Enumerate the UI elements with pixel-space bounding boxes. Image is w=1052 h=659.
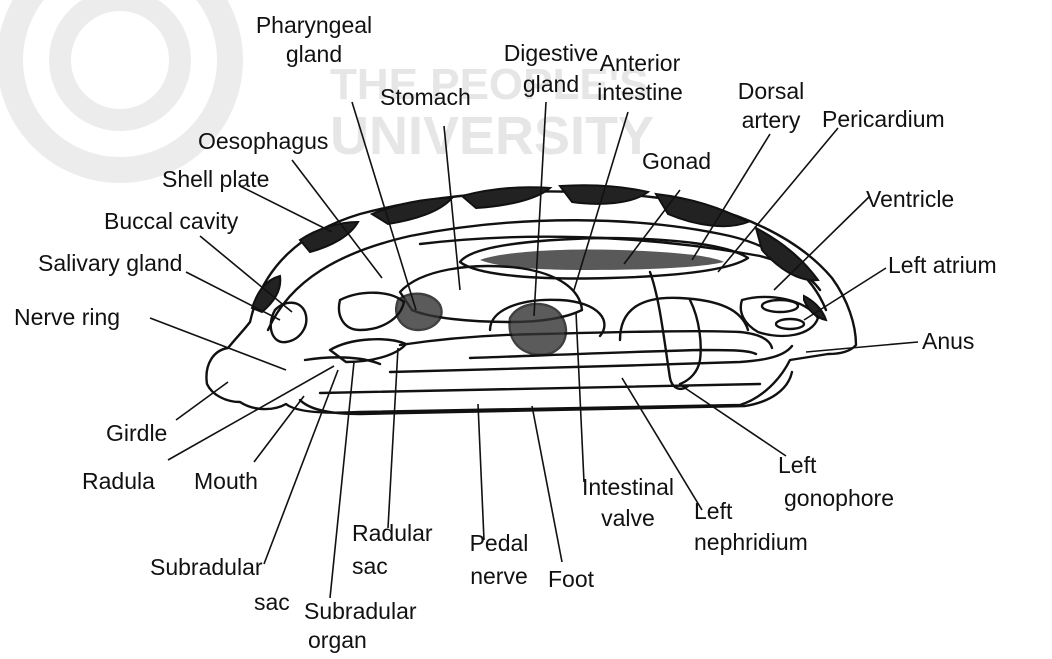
intestine-loop-1: [400, 331, 772, 348]
leader-pedal-nerve: [478, 404, 484, 540]
label-foot: Foot: [548, 566, 594, 593]
label-dorsal-artery-line-2: artery: [726, 107, 816, 134]
label-anterior-intestine: Anterior intestine: [584, 50, 696, 106]
foot-inner: [320, 384, 760, 393]
label-pedal-nerve-line-2: nerve: [458, 563, 540, 590]
label-dorsal-artery: Dorsal artery: [726, 78, 816, 134]
intestine-loop-4: [620, 298, 748, 340]
label-left-gonophore-line-1: Left: [772, 452, 894, 479]
label-pericardium: Pericardium: [822, 106, 945, 133]
leader-subradular-organ: [330, 362, 354, 598]
label-pedal-nerve: Pedal nerve: [458, 530, 540, 590]
leader-left-gonophore: [682, 386, 786, 456]
label-intestinal-valve-line-2: valve: [568, 505, 688, 532]
label-anus: Anus: [922, 328, 974, 355]
label-radular-sac-line-1: Radular: [352, 520, 433, 547]
leader-intestinal-valve: [576, 312, 584, 482]
label-subradular-organ-line-2: organ: [304, 627, 417, 654]
leader-anus: [806, 342, 918, 352]
label-dorsal-artery-line-1: Dorsal: [726, 78, 816, 105]
label-radula: Radula: [82, 468, 155, 495]
label-gonad: Gonad: [642, 148, 711, 175]
label-ventricle: Ventricle: [866, 186, 954, 213]
oesophagus-outline: [339, 293, 404, 330]
label-left-nephridium: Left nephridium: [694, 498, 808, 556]
leader-stomach: [444, 126, 460, 290]
label-anterior-intestine-line-2: intestine: [584, 79, 696, 106]
left-atrium: [776, 319, 804, 329]
leader-left-atrium: [804, 268, 886, 320]
label-girdle: Girdle: [106, 420, 167, 447]
leader-digestive-gland: [534, 102, 546, 316]
label-pedal-nerve-line-1: Pedal: [458, 530, 540, 557]
label-left-atrium: Left atrium: [888, 252, 997, 279]
label-pharyngeal-gland-line-1: Pharyngeal: [236, 12, 392, 39]
label-radular-sac: Radular sac: [352, 520, 433, 580]
label-mouth: Mouth: [194, 468, 258, 495]
label-shell-plate: Shell plate: [162, 166, 269, 193]
label-intestinal-valve: Intestinal valve: [568, 474, 688, 532]
label-intestinal-valve-line-1: Intestinal: [568, 474, 688, 501]
leader-nerve-ring: [150, 318, 286, 370]
pharyngeal-gland: [396, 294, 441, 330]
digestive-gland: [510, 304, 566, 355]
leader-buccal-cavity: [200, 236, 292, 312]
label-oesophagus: Oesophagus: [198, 128, 328, 155]
leader-ventricle: [774, 196, 870, 290]
intestine-loop-2: [470, 350, 756, 358]
label-subradular-sac-line-2: sac: [150, 589, 290, 616]
label-pharyngeal-gland-line-2: gland: [236, 41, 392, 68]
label-nerve-ring: Nerve ring: [14, 304, 120, 331]
label-subradular-sac-line-1: Subradular: [150, 554, 290, 581]
label-anterior-intestine-line-1: Anterior: [584, 50, 696, 77]
leader-girdle: [176, 382, 228, 420]
label-radular-sac-line-2: sac: [352, 553, 433, 580]
label-salivary-gland: Salivary gland: [38, 250, 182, 277]
gonoduct: [680, 300, 701, 384]
label-subradular-organ-line-1: Subradular: [304, 598, 417, 625]
leader-radular-sac: [388, 348, 398, 528]
label-stomach: Stomach: [380, 84, 471, 111]
label-left-nephridium-line-2: nephridium: [694, 529, 808, 556]
label-left-nephridium-line-1: Left: [694, 498, 808, 525]
label-pharyngeal-gland: Pharyngeal gland: [236, 12, 392, 68]
label-subradular-sac: Subradular sac: [150, 554, 290, 616]
label-buccal-cavity: Buccal cavity: [104, 208, 238, 235]
label-subradular-organ: Subradular organ: [304, 598, 417, 654]
ventricle: [762, 300, 798, 312]
